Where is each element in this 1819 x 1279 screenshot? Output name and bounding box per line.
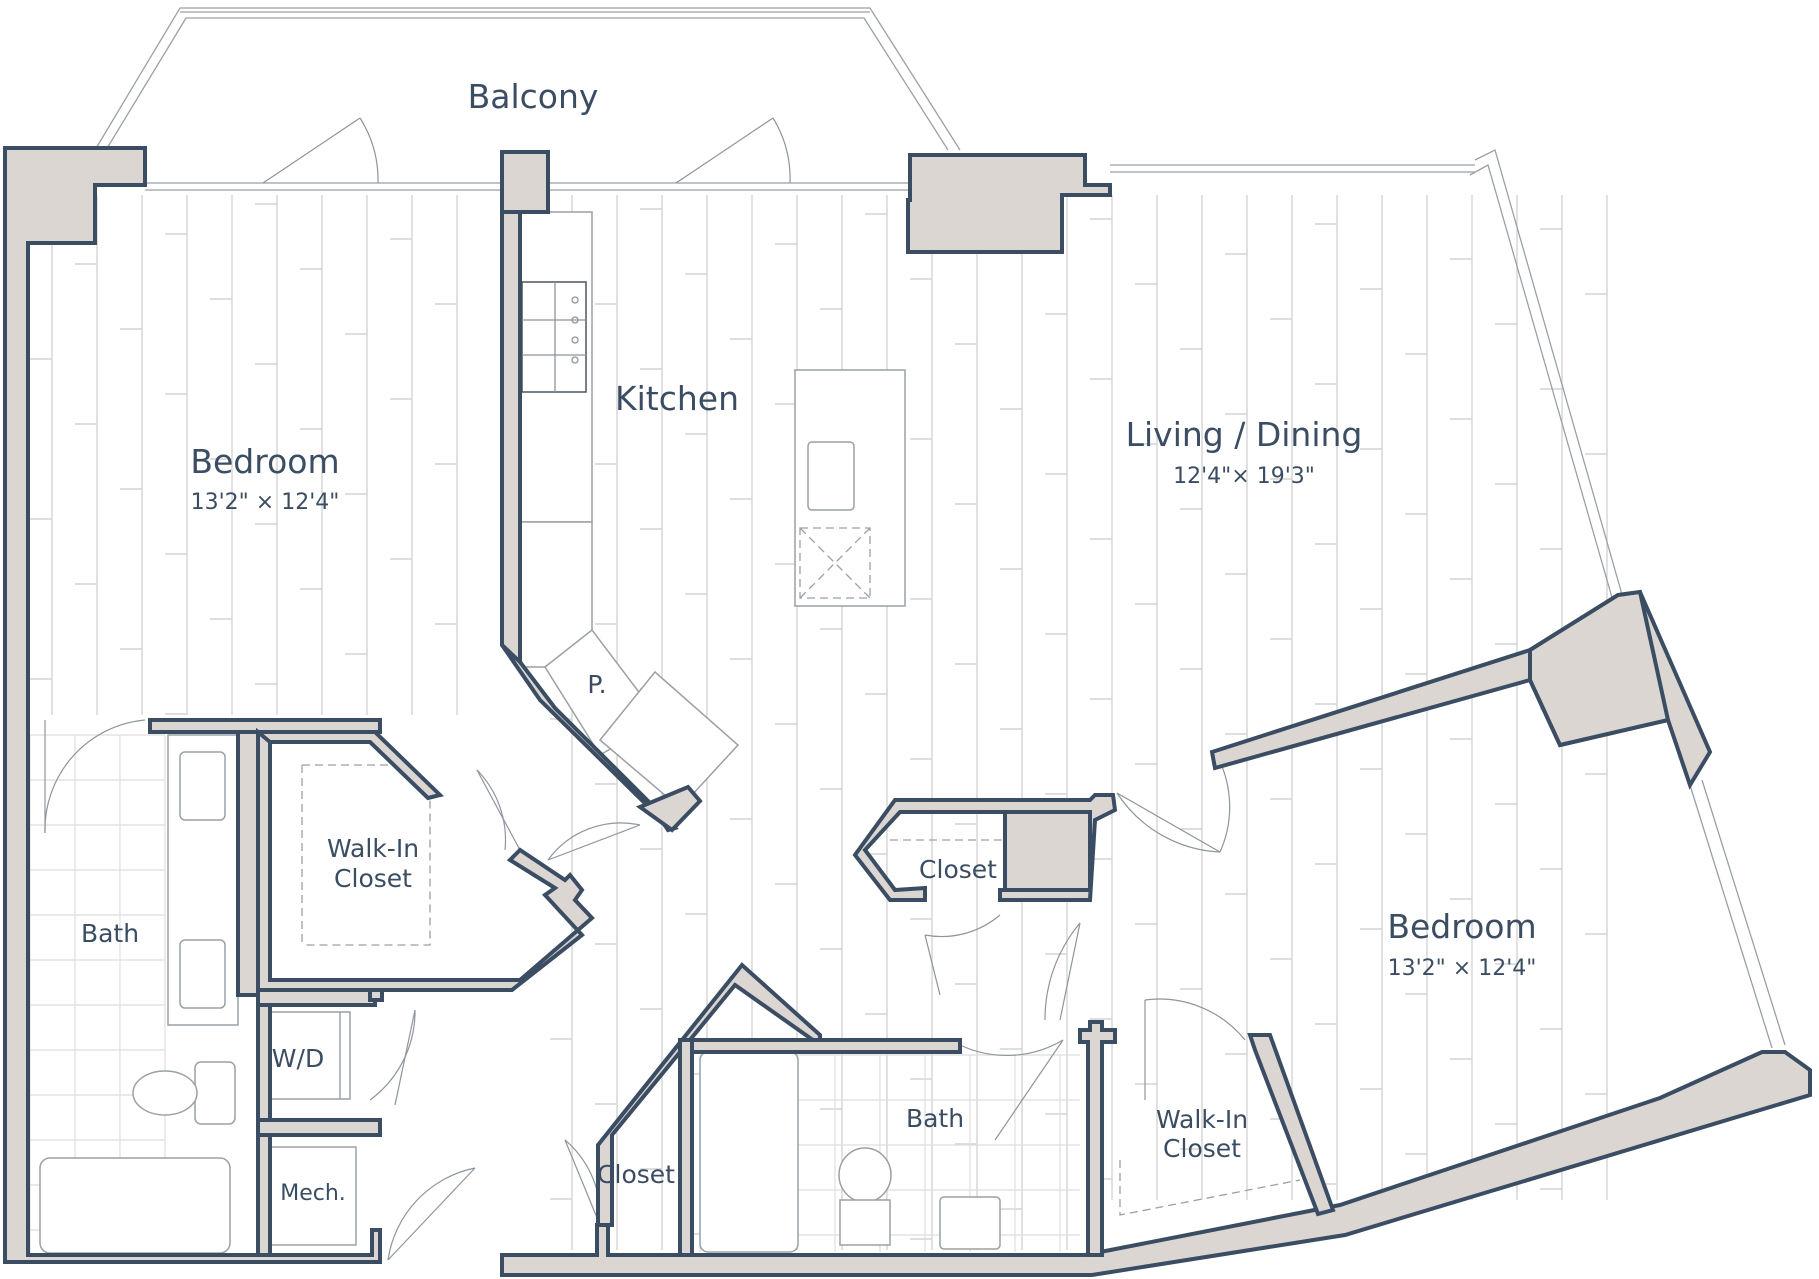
balcony-label: Balcony [468, 77, 599, 116]
toilet-icon [132, 1070, 198, 1116]
closet-bottom-label: Closet [597, 1160, 675, 1189]
walkin-left-line2: Closet [334, 864, 412, 893]
bath-right-label: Bath [906, 1104, 964, 1133]
bath-left-label: Bath [81, 919, 139, 948]
pantry-label: P. [587, 670, 606, 699]
bedroom-right-label: Bedroom [1387, 907, 1536, 946]
sink-icon [939, 1196, 1001, 1250]
sink-icon [179, 751, 226, 821]
living-dining-label: Living / Dining [1126, 415, 1363, 454]
walkin-right-line1: Walk-In [1156, 1105, 1248, 1134]
living-dining-size: 12'4"× 19'3" [1173, 464, 1315, 489]
closet-shelving [301, 764, 1301, 1216]
interior-doors [44, 719, 1246, 1261]
wood-floor-pattern [29, 195, 1608, 1255]
laundry-label: W/D [272, 1044, 324, 1073]
toilet-icon [838, 1147, 892, 1203]
bedroom-left-size: 13'2" × 12'4" [191, 490, 340, 515]
bedroom-left-label: Bedroom [190, 442, 339, 481]
right-bath-fixtures [699, 1051, 1001, 1253]
balcony-railing [94, 7, 961, 151]
walkin-right-line2: Closet [1163, 1134, 1241, 1163]
kitchen-label: Kitchen [615, 379, 739, 418]
left-bath-fixtures [39, 734, 239, 1254]
exterior-windows [145, 149, 1786, 1049]
laundry-fixtures [264, 1011, 357, 1246]
cooktop-icon [522, 282, 586, 392]
walkin-left-line1: Walk-In [327, 834, 419, 863]
kitchen-fixtures [519, 211, 906, 810]
closet-center-label: Closet [919, 855, 997, 884]
room-labels: Balcony Kitchen P. Living / Dining 12'4"… [81, 77, 1537, 1206]
bathtub-icon [39, 1157, 231, 1254]
island-sink-icon [807, 441, 855, 511]
mech-label: Mech. [280, 1181, 346, 1206]
balcony-doors [262, 117, 791, 184]
bedroom-right-size: 13'2" × 12'4" [1388, 956, 1537, 981]
sink-icon [179, 939, 226, 1009]
bathtub-icon [699, 1051, 799, 1253]
walls [3, 146, 1812, 1277]
